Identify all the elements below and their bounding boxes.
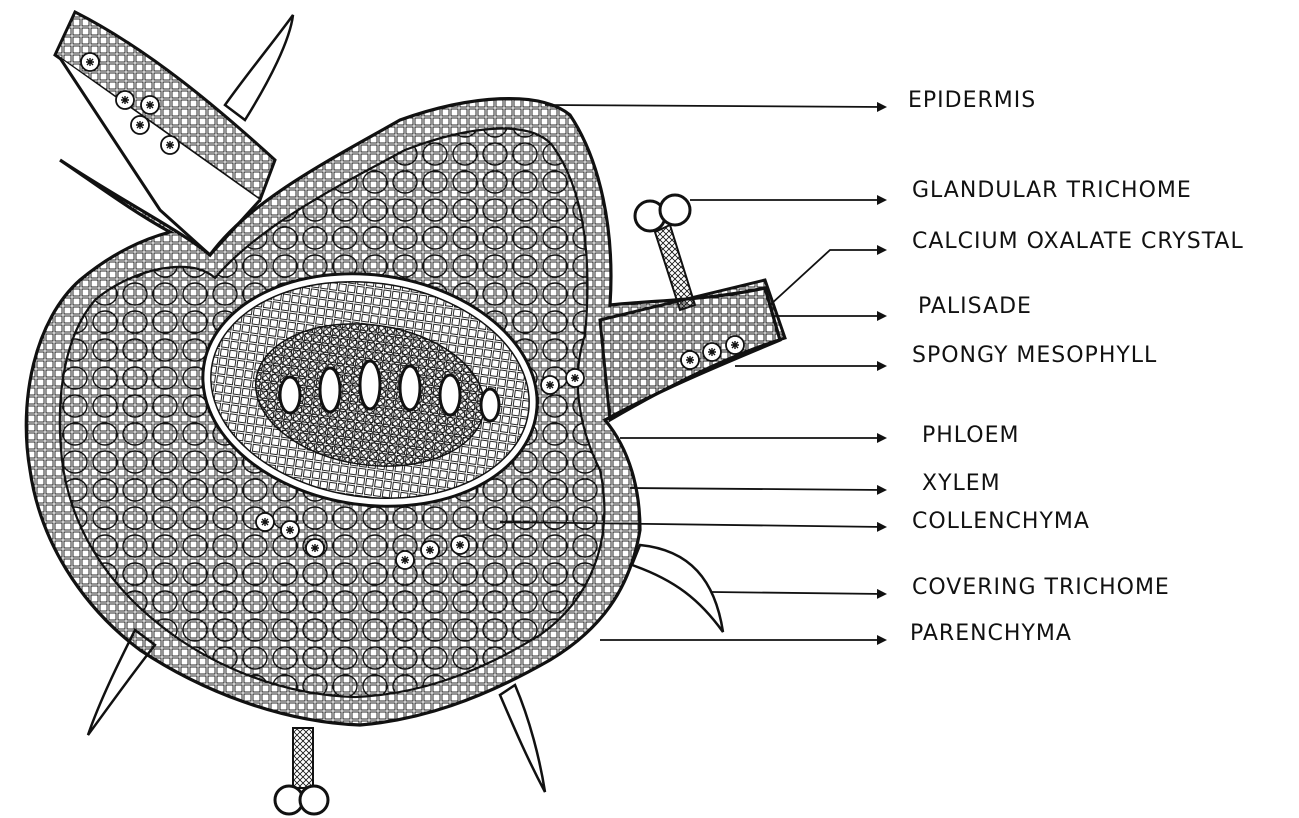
leader-epidermis [545, 105, 885, 107]
crystal-mark [571, 374, 579, 382]
crystal-mark [261, 518, 269, 526]
label-covering-trichome: COVERING TRICHOME [912, 575, 1170, 600]
label-xylem: XYLEM [922, 471, 1001, 496]
leader-calcium-oxalate-crystal [770, 250, 885, 305]
label-collenchyma: COLLENCHYMA [912, 509, 1090, 534]
covering-trichome-upper [225, 15, 293, 120]
covering-trichome-right [632, 545, 723, 632]
crystal-mark [426, 546, 434, 554]
glandular-trichome-bottom [275, 728, 328, 814]
crystal-mark [286, 526, 294, 534]
crystal-mark [146, 101, 154, 109]
crystal-mark [456, 541, 464, 549]
crystal-mark [401, 556, 409, 564]
glandular-trichome-right [635, 195, 695, 310]
label-phloem: PHLOEM [922, 423, 1019, 448]
crystal-mark [311, 544, 319, 552]
leader-covering-trichome [712, 592, 885, 594]
crystal-mark [121, 96, 129, 104]
crystal-mark [86, 58, 94, 66]
label-palisade: PALISADE [918, 294, 1032, 319]
crystal-mark [686, 356, 694, 364]
crystal-mark [731, 341, 739, 349]
label-parenchyma: PARENCHYMA [910, 621, 1072, 646]
crystal-mark [136, 121, 144, 129]
label-spongy-mesophyll: SPONGY MESOPHYLL [912, 343, 1157, 368]
crystal-mark [546, 381, 554, 389]
label-calcium-oxalate-crystal: CALCIUM OXALATE CRYSTAL [912, 229, 1244, 254]
covering-trichome-bottom [500, 685, 545, 792]
label-epidermis: EPIDERMIS [908, 88, 1036, 113]
label-glandular-trichome: GLANDULAR TRICHOME [912, 178, 1192, 203]
crystal-mark [166, 141, 174, 149]
leader-xylem [630, 488, 885, 490]
crystal-mark [708, 348, 716, 356]
